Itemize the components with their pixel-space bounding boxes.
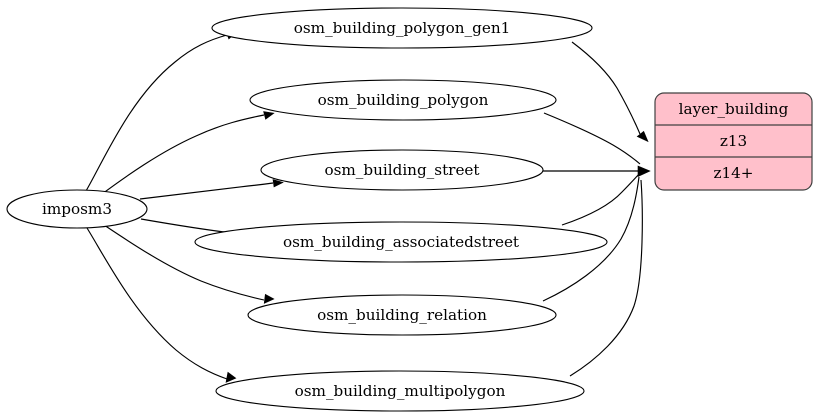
node-label: osm_building_polygon: [318, 91, 489, 109]
edge-osm_building_relation-to-layer_building: [542, 176, 640, 302]
edge-osm_building_multipolygon-to-layer_building: [569, 179, 643, 377]
edge-imposm3-to-osm_building_relation: [103, 224, 275, 304]
layer-row-z14-label: z14+: [713, 164, 753, 182]
edge-osm_building_polygon-to-layer_building: [543, 112, 641, 165]
edge-imposm3-to-osm_building_street: [139, 179, 284, 200]
layer-record-body: [654, 92, 813, 191]
edge-group-tables-to-layer: [542, 41, 651, 377]
edge-path: [139, 182, 274, 200]
node-imposm3[interactable]: imposm3: [6, 189, 148, 229]
edge-path: [571, 41, 641, 135]
node-osm_building_polygon_gen1[interactable]: osm_building_polygon_gen1: [211, 7, 593, 49]
edge-osm_building_associatedstreet-to-layer_building: [561, 171, 642, 226]
node-ellipse-shape: [215, 370, 585, 412]
node-osm_building_relation[interactable]: osm_building_relation: [247, 294, 557, 336]
edge-path: [103, 224, 265, 301]
arrow-head-icon: [225, 371, 237, 383]
node-label: osm_building_associatedstreet: [283, 233, 519, 251]
edge-path: [86, 227, 228, 380]
layer-row-z13-label: z13: [720, 132, 747, 150]
node-osm_building_associatedstreet[interactable]: osm_building_associatedstreet: [194, 221, 608, 263]
edge-osm_building_polygon_gen1-to-layer_building: [571, 41, 649, 143]
edge-path: [569, 179, 643, 377]
node-label: osm_building_polygon_gen1: [294, 19, 511, 37]
node-ellipse-shape: [247, 294, 557, 336]
node-ellipse-shape: [249, 79, 557, 121]
node-label: osm_building_relation: [317, 306, 487, 324]
arrow-head-icon: [636, 130, 649, 143]
node-label: osm_building_street: [324, 161, 479, 179]
edge-imposm3-to-osm_building_polygon_gen1: [85, 31, 238, 192]
node-ellipse-shape: [260, 149, 544, 191]
node-osm_building_multipolygon[interactable]: osm_building_multipolygon: [215, 370, 585, 412]
edge-path: [101, 114, 265, 195]
node-osm_building_street[interactable]: osm_building_street: [260, 149, 544, 191]
edge-imposm3-to-osm_building_polygon: [101, 111, 275, 195]
arrow-head-icon: [263, 293, 275, 304]
node-osm_building_polygon[interactable]: osm_building_polygon: [249, 79, 557, 121]
node-ellipse-shape: [194, 221, 608, 263]
edge-path: [542, 176, 640, 302]
edge-path: [561, 171, 642, 226]
edge-path: [543, 112, 641, 165]
node-ellipse-shape: [211, 7, 593, 49]
node-label: osm_building_multipolygon: [295, 382, 506, 400]
layer-row-title-label: layer_building: [679, 100, 789, 118]
arrow-head-icon: [272, 179, 284, 188]
arrow-head-icon: [637, 165, 651, 177]
node-label: imposm3: [42, 200, 112, 218]
node-ellipse-shape: [6, 189, 148, 229]
arrow-head-icon: [263, 111, 275, 120]
node-layer_building[interactable]: layer_building z13 z14+: [654, 92, 813, 191]
edge-path: [85, 34, 228, 192]
edge-imposm3-to-osm_building_multipolygon: [86, 227, 237, 383]
